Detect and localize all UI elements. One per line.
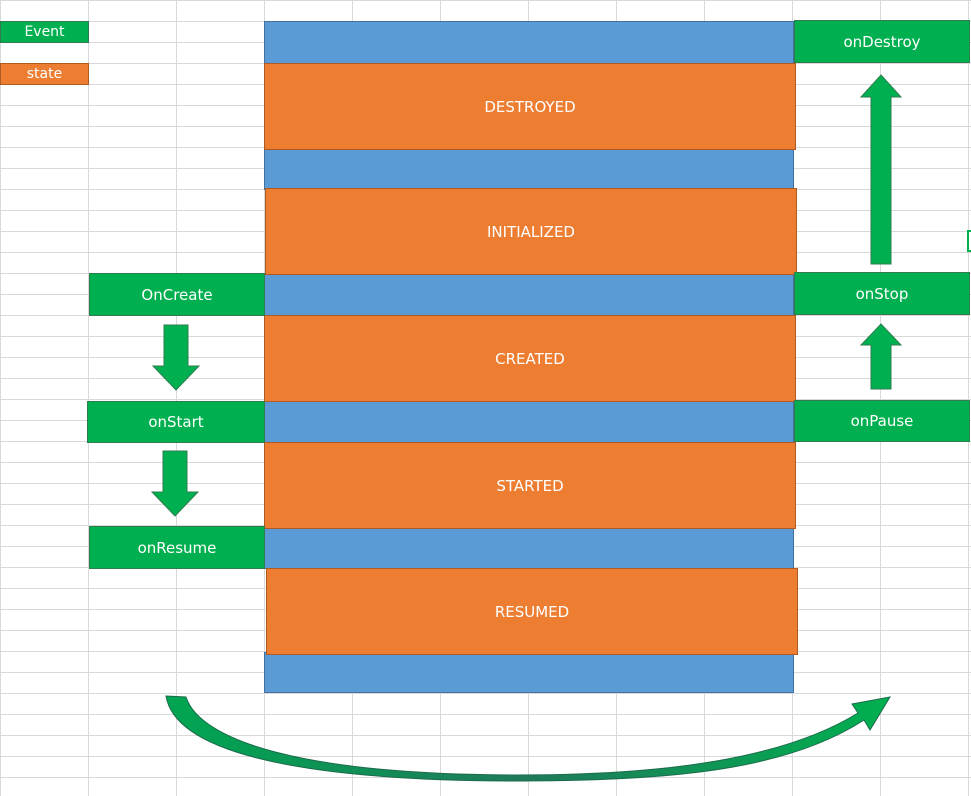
event-on-destroy: onDestroy xyxy=(794,20,970,63)
legend-event: Event xyxy=(0,21,89,43)
legend-event-label: Event xyxy=(24,24,65,40)
event-on-create: OnCreate xyxy=(89,273,265,316)
arrow-down-icon xyxy=(150,450,200,517)
event-on-resume-label: onResume xyxy=(137,538,217,557)
state-destroyed: DESTROYED xyxy=(264,63,796,150)
event-on-pause: onPause xyxy=(794,400,970,442)
state-resumed-label: RESUMED xyxy=(494,602,570,621)
legend-state-label: state xyxy=(26,66,63,82)
state-started: STARTED xyxy=(264,442,796,529)
blue-band-2 xyxy=(264,148,794,190)
blue-band-1 xyxy=(264,21,794,65)
edge-shape xyxy=(967,230,971,252)
state-started-label: STARTED xyxy=(496,476,564,495)
event-on-resume: onResume xyxy=(89,526,265,569)
arrow-down-icon xyxy=(151,324,201,391)
state-resumed: RESUMED xyxy=(266,568,798,655)
state-destroyed-label: DESTROYED xyxy=(484,97,576,116)
event-on-start-label: onStart xyxy=(148,413,204,431)
arrow-up-icon xyxy=(859,74,903,265)
arrow-up-icon xyxy=(859,323,903,390)
state-initialized-label: INITIALIZED xyxy=(486,222,575,241)
event-on-destroy-label: onDestroy xyxy=(843,32,921,51)
event-on-stop-label: onStop xyxy=(855,284,909,303)
event-on-start: onStart xyxy=(87,401,265,443)
event-on-create-label: OnCreate xyxy=(141,285,213,304)
state-created-label: CREATED xyxy=(495,349,565,368)
state-created: CREATED xyxy=(264,315,796,402)
state-initialized: INITIALIZED xyxy=(265,188,797,275)
legend-state: state xyxy=(0,63,89,85)
event-on-stop: onStop xyxy=(794,272,970,315)
event-on-pause-label: onPause xyxy=(850,412,914,430)
